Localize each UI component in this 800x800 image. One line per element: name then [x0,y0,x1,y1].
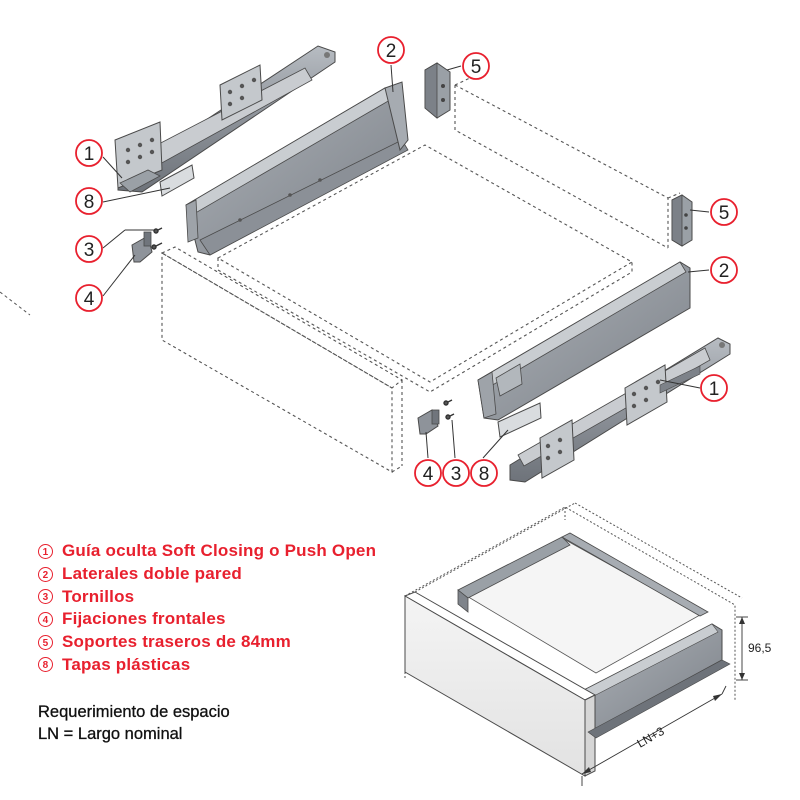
callout-3-left: 3 [75,235,103,263]
legend-label: Tornillos [62,586,135,606]
callout-1-right: 1 [700,374,728,402]
right-drawer-side [477,261,691,421]
legend-item: 2 Laterales doble pared [38,563,438,586]
legend-item: 8 Tapas plásticas [38,653,438,676]
legend-label: Tapas plásticas [62,654,191,674]
parts-legend: 1 Guía oculta Soft Closing o Push Open 2… [38,540,438,676]
front-panel-outline [160,246,403,473]
callout-label: 5 [719,203,730,224]
legend-number: 5 [38,634,53,650]
length-dimension [581,685,727,786]
legend-label: Soportes traseros de 84mm [62,632,291,652]
plastic-cap-right [497,402,542,438]
left-drawer-side [185,81,409,256]
callout-8-left: 8 [75,187,103,215]
leader-lines [102,64,710,459]
legend-item: 4 Fijaciones frontales [38,608,438,631]
callout-2-top: 2 [377,36,405,64]
callout-3-bottom: 3 [442,459,470,487]
screws-right [443,399,455,420]
legend-item: 5 Soportes traseros de 84mm [38,631,438,654]
back-panel-outline [454,77,681,249]
callout-2-right: 2 [710,256,738,284]
nominal-length-note: LN = Largo nominal [38,725,183,743]
callout-label: 8 [479,464,490,485]
callout-label: 4 [423,464,434,485]
callout-4-left: 4 [75,284,103,312]
callout-label: 1 [84,144,95,165]
screws-left [151,227,163,250]
legend-item: 3 Tornillos [38,585,438,608]
height-dimension-label: 96,5 [748,641,772,655]
callout-label: 5 [471,57,482,78]
callout-label: 4 [84,289,95,310]
callout-4-bottom: 4 [414,459,442,487]
requirement-title: Requerimiento de espacio [38,703,230,721]
callout-label: 3 [84,240,95,261]
callout-5-top: 5 [462,52,490,80]
front-fixing-left [131,231,153,263]
dashed-edge-left [0,291,31,316]
assembled-drawer [403,502,743,777]
callout-5-right: 5 [710,198,738,226]
legend-label: Laterales doble pared [62,564,242,584]
rear-bracket-top [424,62,451,119]
legend-number: 8 [38,657,53,673]
callout-label: 2 [719,261,730,282]
callout-label: 3 [451,464,462,485]
callout-label: 8 [84,192,95,213]
legend-number: 1 [38,543,53,559]
callout-8-bottom: 8 [470,459,498,487]
legend-item: 1 Guía oculta Soft Closing o Push Open [38,540,438,563]
legend-number: 3 [38,589,53,605]
legend-number: 2 [38,566,53,582]
legend-label: Fijaciones frontales [62,609,226,629]
height-dimension [736,616,748,681]
callout-label: 1 [709,379,720,400]
left-runner [114,45,336,193]
callout-1-left: 1 [75,139,103,167]
callout-label: 2 [386,41,397,62]
right-runner [509,337,731,483]
legend-label: Guía oculta Soft Closing o Push Open [62,541,377,561]
space-requirement-note: Requerimiento de espacio LN = Largo nomi… [38,701,230,745]
drawer-bottom-outline [216,144,634,393]
rear-bracket-right [671,194,693,247]
front-fixing-right [417,409,440,435]
legend-number: 4 [38,611,53,627]
